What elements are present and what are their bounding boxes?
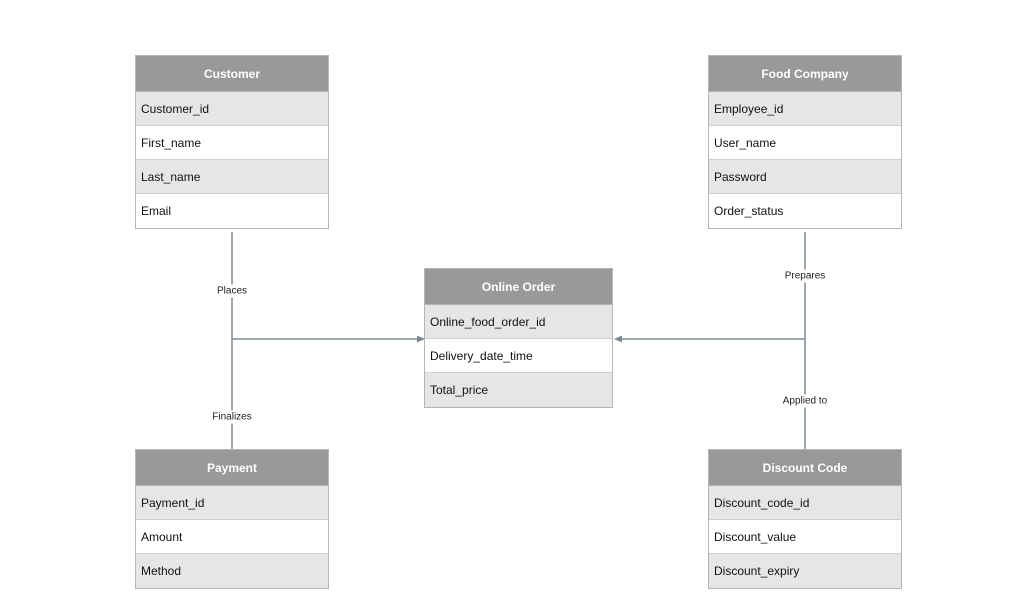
attribute-employee-id: Employee_id [709,92,901,126]
entity-discount-code[interactable]: Discount Code Discount_code_id Discount_… [708,449,902,589]
attribute-order-status: Order_status [714,204,784,218]
attribute-customer-id: Customer_id [136,92,328,126]
entity-customer-title: Customer [136,56,328,92]
attribute-discount-code-id: Discount_code_id [709,486,901,520]
attribute-password: Password [709,160,901,194]
attribute-total-price: Total_price [425,373,612,407]
entity-food-company[interactable]: Food Company Employee_id User_name Passw… [708,55,902,229]
attribute-amount: Amount [136,520,328,554]
entity-food-company-title: Food Company [709,56,901,92]
relationship-label-prepares: Prepares [782,269,828,283]
attribute-discount-expiry: Discount_expiry [709,554,901,588]
entity-payment-title: Payment [136,450,328,486]
attribute-email: Email [141,204,172,218]
attribute-method: Method [136,554,328,588]
relationship-label-places: Places [214,284,250,298]
entity-online-order-title: Online Order [425,269,612,305]
attribute-discount-value: Discount_value [709,520,901,554]
attribute-first-name: First_name [136,126,328,160]
arrowhead-into-order-right [614,335,622,343]
attribute-user-name: User_name [709,126,901,160]
entity-payment[interactable]: Payment Payment_id Amount Method [135,449,329,589]
attribute-last-name: Last_name [136,160,328,194]
entity-customer[interactable]: Customer Customer_id First_name Last_nam… [135,55,329,229]
attribute-delivery-date-time: Delivery_date_time [425,339,612,373]
relationship-label-applied-to: Applied to [780,394,830,408]
entity-discount-code-title: Discount Code [709,450,901,486]
attribute-online-food-order-id: Online_food_order_id [425,305,612,339]
arrowhead-into-order-left [417,335,425,343]
attribute-payment-id: Payment_id [136,486,328,520]
entity-online-order[interactable]: Online Order Online_food_order_id Delive… [424,268,613,408]
relationship-label-finalizes: Finalizes [210,410,254,424]
